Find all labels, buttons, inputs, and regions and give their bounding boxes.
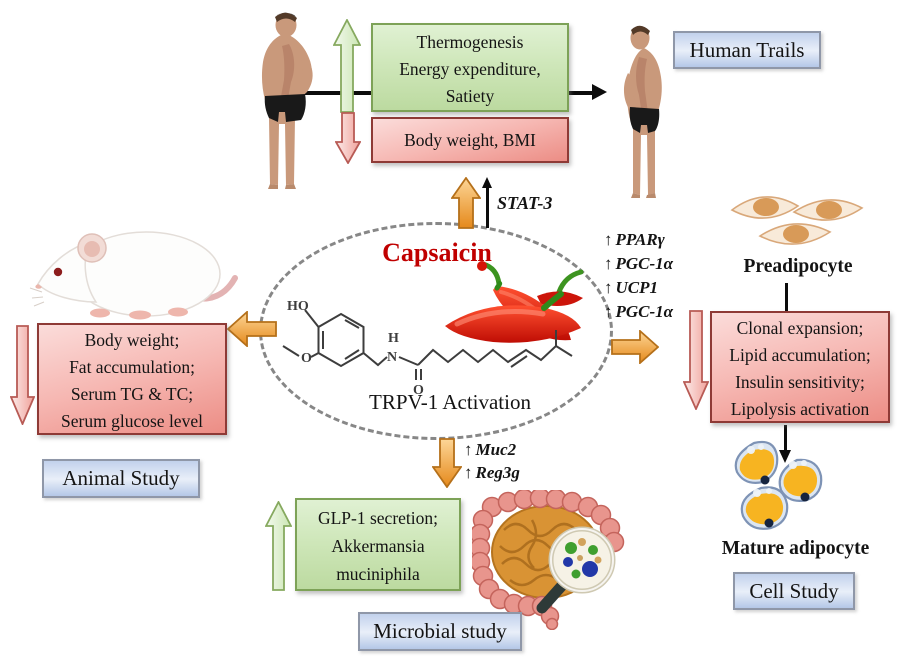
svg-text:HO: HO [287,299,309,314]
preadipocyte-label: Preadipocyte [743,256,853,277]
cell-decrease-arrow-icon [683,310,709,410]
human-increase-box: Thermogenesis Energy expenditure, Satiet… [371,23,569,112]
microbial-increase-arrow-icon [265,501,292,591]
svg-text:O: O [301,351,312,366]
human-trails-label: Human Trails [673,31,821,69]
gene-item: ↑UCP1 [604,278,658,297]
mature-adipocyte-cells-icon [734,440,823,530]
slim-man-figure [623,25,662,198]
svg-text:H: H [388,331,399,346]
chili-peppers-icon [445,261,584,343]
cell-study-label: Cell Study [733,572,855,610]
microbial-effects-box: GLP-1 secretion; Akkermansia muciniphila [295,498,461,591]
mature-adipocyte-label: Mature adipocyte [721,538,870,559]
up-arrow-icon: ↑ [464,463,473,482]
stat3-thin-arrow-line [486,186,489,228]
up-arrow-icon: ↑ [604,254,613,273]
preadipocyte-cells-icon [730,196,864,245]
animal-effects-box: Body weight; Fat accumulation; Serum TG … [37,323,227,435]
animal-study-label: Animal Study [42,459,200,498]
capsaicin-to-animal-arrow-icon [227,311,277,347]
gene-item: ↑Muc2 [464,440,517,459]
lab-mouse-icon [29,231,238,320]
up-arrow-icon: ↑ [604,302,613,321]
stat3-label: STAT-3 [497,193,553,213]
gene-item: ↑PPARγ [604,230,665,249]
overweight-man-figure [261,12,313,189]
gene-item: ↑PGC-1α [604,302,674,321]
cell-gene-list: ↑PPARγ ↑PGC-1α ↑UCP1 ↑PGC-1α [604,228,673,324]
microbial-gene-list: ↑Muc2 ↑Reg3g [464,438,520,484]
human-decrease-box: Body weight, BMI [371,117,569,163]
gene-item: ↑Reg3g [464,463,520,482]
microbial-study-label: Microbial study [358,612,522,651]
maturation-arrowhead [779,450,791,463]
decrease-arrow-icon [335,112,361,164]
trpv1-activation-label: TRPV-1 Activation [369,390,531,414]
capsaicin-structure-icon: HO O H N O [282,299,573,398]
up-arrow-icon: ↑ [604,230,613,249]
animal-decrease-arrow-icon [10,325,35,425]
preadipocyte-connector-line [785,283,788,312]
capsaicin-title: Capsaicin [382,238,492,267]
capsaicin-to-cell-arrow-icon [611,330,659,364]
cell-effects-box: Clonal expansion; Lipid accumulation; In… [710,311,890,423]
stat3-orange-up-arrow-icon [451,177,481,229]
human-transition-arrowhead [592,84,607,100]
up-arrow-icon: ↑ [604,278,613,297]
up-arrow-icon: ↑ [464,440,473,459]
capsaicin-to-gut-arrow-icon [432,438,462,488]
gene-item: ↑PGC-1α [604,254,674,273]
stat3-thin-arrowhead [482,177,492,188]
increase-arrow-icon [333,19,361,113]
intestine-microbiome-icon [472,490,625,630]
svg-text:N: N [387,350,397,365]
svg-text:O: O [413,383,424,398]
maturation-arrow-line [784,425,787,453]
